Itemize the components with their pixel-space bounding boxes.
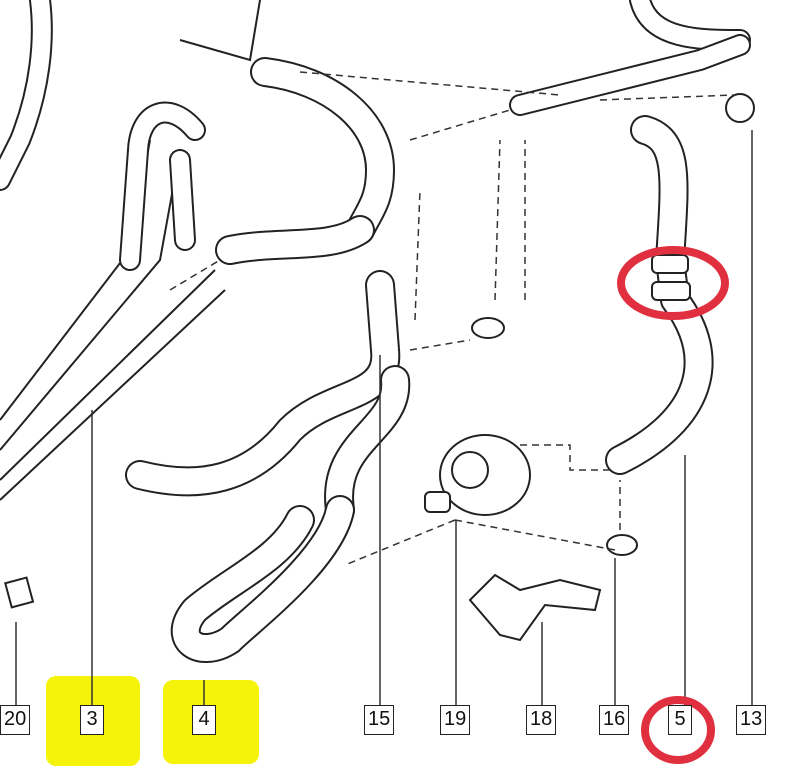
water-pump-19 bbox=[424, 434, 531, 516]
hose-5 bbox=[605, 115, 714, 475]
callout-part-5[interactable]: 5 bbox=[668, 705, 692, 735]
callout-part-13[interactable]: 13 bbox=[736, 705, 767, 735]
leader-lines bbox=[15, 130, 753, 705]
annotation-circle-coupling bbox=[617, 246, 729, 320]
hose-4 bbox=[170, 495, 355, 663]
hose-3 bbox=[119, 101, 206, 271]
annotation-circle-part-5 bbox=[641, 696, 715, 764]
hose-15 bbox=[125, 270, 411, 525]
assembly-lines bbox=[169, 71, 736, 566]
callout-part-4[interactable]: 4 bbox=[192, 705, 216, 735]
upper-hoses bbox=[215, 34, 751, 265]
callout-part-15[interactable]: 15 bbox=[364, 705, 395, 735]
callout-part-20[interactable]: 20 bbox=[0, 705, 31, 735]
callout-part-16[interactable]: 16 bbox=[599, 705, 630, 735]
clamps bbox=[4, 93, 755, 609]
callout-part-3[interactable]: 3 bbox=[80, 705, 104, 735]
callout-part-19[interactable]: 19 bbox=[440, 705, 471, 735]
bracket-18 bbox=[468, 573, 602, 642]
callout-part-18[interactable]: 18 bbox=[526, 705, 557, 735]
